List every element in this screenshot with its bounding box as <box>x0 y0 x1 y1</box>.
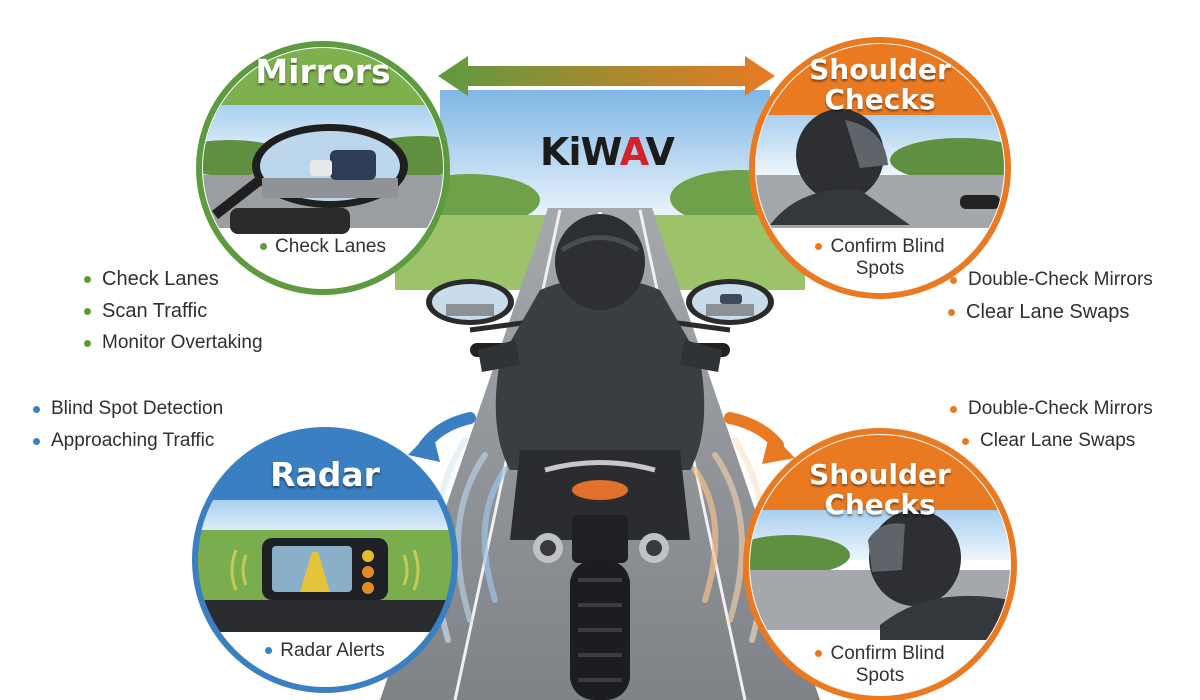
list-item: Double-Check Mirrors <box>950 393 1153 425</box>
bullet-icon <box>84 275 91 283</box>
mirrors-circle <box>196 41 450 295</box>
orange-arrow-icon <box>724 412 795 464</box>
shoulder-top-bullet-list: Double-Check Mirrors Clear Lane Swaps <box>948 264 1153 328</box>
shoulder-bottom-bullet-list: Double-Check Mirrors Clear Lane Swaps <box>950 393 1153 457</box>
list-item: Blind Spot Detection <box>33 393 223 425</box>
bullet-icon <box>815 650 823 658</box>
radar-caption: Radar Alerts <box>230 640 420 662</box>
shoulder-bottom-title-line1: Shoulder <box>809 458 951 491</box>
shoulder-top-title-line2: Checks <box>824 83 936 116</box>
bullet-icon <box>84 339 91 347</box>
radar-title: Radar <box>270 455 380 494</box>
list-item: Clear Lane Swaps <box>962 425 1153 457</box>
list-item: Scan Traffic <box>84 295 263 327</box>
bullet-icon <box>962 437 969 445</box>
list-item: Double-Check Mirrors <box>950 264 1153 296</box>
list-item: Monitor Overtaking <box>84 327 263 359</box>
mirrors-caption: Check Lanes <box>228 236 418 258</box>
bullet-icon <box>950 276 957 284</box>
shoulder-checks-bottom-circle <box>743 428 1017 700</box>
brand-logo: KiWAV <box>540 130 675 174</box>
radar-bullet-list: Blind Spot Detection Approaching Traffic <box>33 393 223 457</box>
bullet-icon <box>260 243 268 251</box>
bullet-icon <box>950 405 957 413</box>
bullet-icon <box>948 308 955 316</box>
mirrors-title: Mirrors <box>255 52 391 91</box>
shoulder-top-title-line1: Shoulder <box>809 53 951 86</box>
bullet-icon <box>33 405 40 413</box>
radar-circle <box>192 427 458 693</box>
list-item: Approaching Traffic <box>33 425 223 457</box>
mirrors-bullet-list: Check Lanes Scan Traffic Monitor Overtak… <box>84 263 263 359</box>
list-item: Clear Lane Swaps <box>948 296 1153 328</box>
blue-arrow-icon <box>408 412 476 462</box>
bullet-icon <box>265 647 273 655</box>
bullet-icon <box>815 243 823 251</box>
double-arrow-icon <box>438 56 775 96</box>
rider-illustration <box>426 214 774 700</box>
list-item: Check Lanes <box>84 263 263 295</box>
bullet-icon <box>84 307 91 315</box>
shoulder-bottom-title-line2: Checks <box>824 488 936 521</box>
bullet-icon <box>33 437 40 445</box>
